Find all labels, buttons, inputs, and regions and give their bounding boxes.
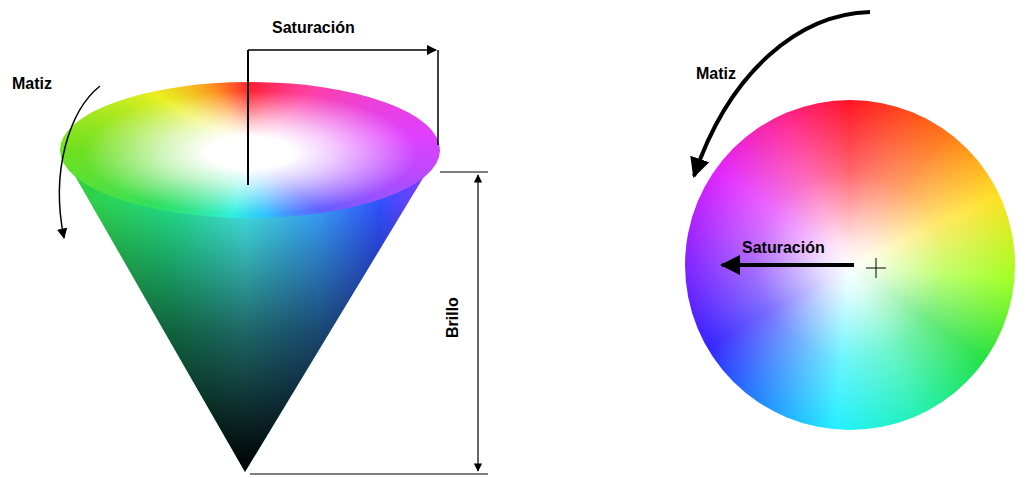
hue-label: Matiz <box>696 64 736 83</box>
saturation-arrow <box>248 49 436 51</box>
dimension-tick <box>440 171 488 172</box>
hue-label: Matiz <box>12 74 52 93</box>
cone-top-disc <box>60 82 440 218</box>
saturation-label: Saturación <box>272 18 355 37</box>
hue-arrow <box>694 12 870 176</box>
brightness-arrow <box>477 175 478 471</box>
dimension-tick <box>250 473 488 474</box>
hue-arrow <box>59 86 100 238</box>
saturation-arrow <box>722 263 854 267</box>
brightness-label: Brillo <box>442 298 461 339</box>
saturation-leader <box>437 50 439 145</box>
saturation-leader <box>247 50 249 185</box>
saturation-label: Saturación <box>742 238 825 257</box>
center-cross <box>876 258 877 278</box>
